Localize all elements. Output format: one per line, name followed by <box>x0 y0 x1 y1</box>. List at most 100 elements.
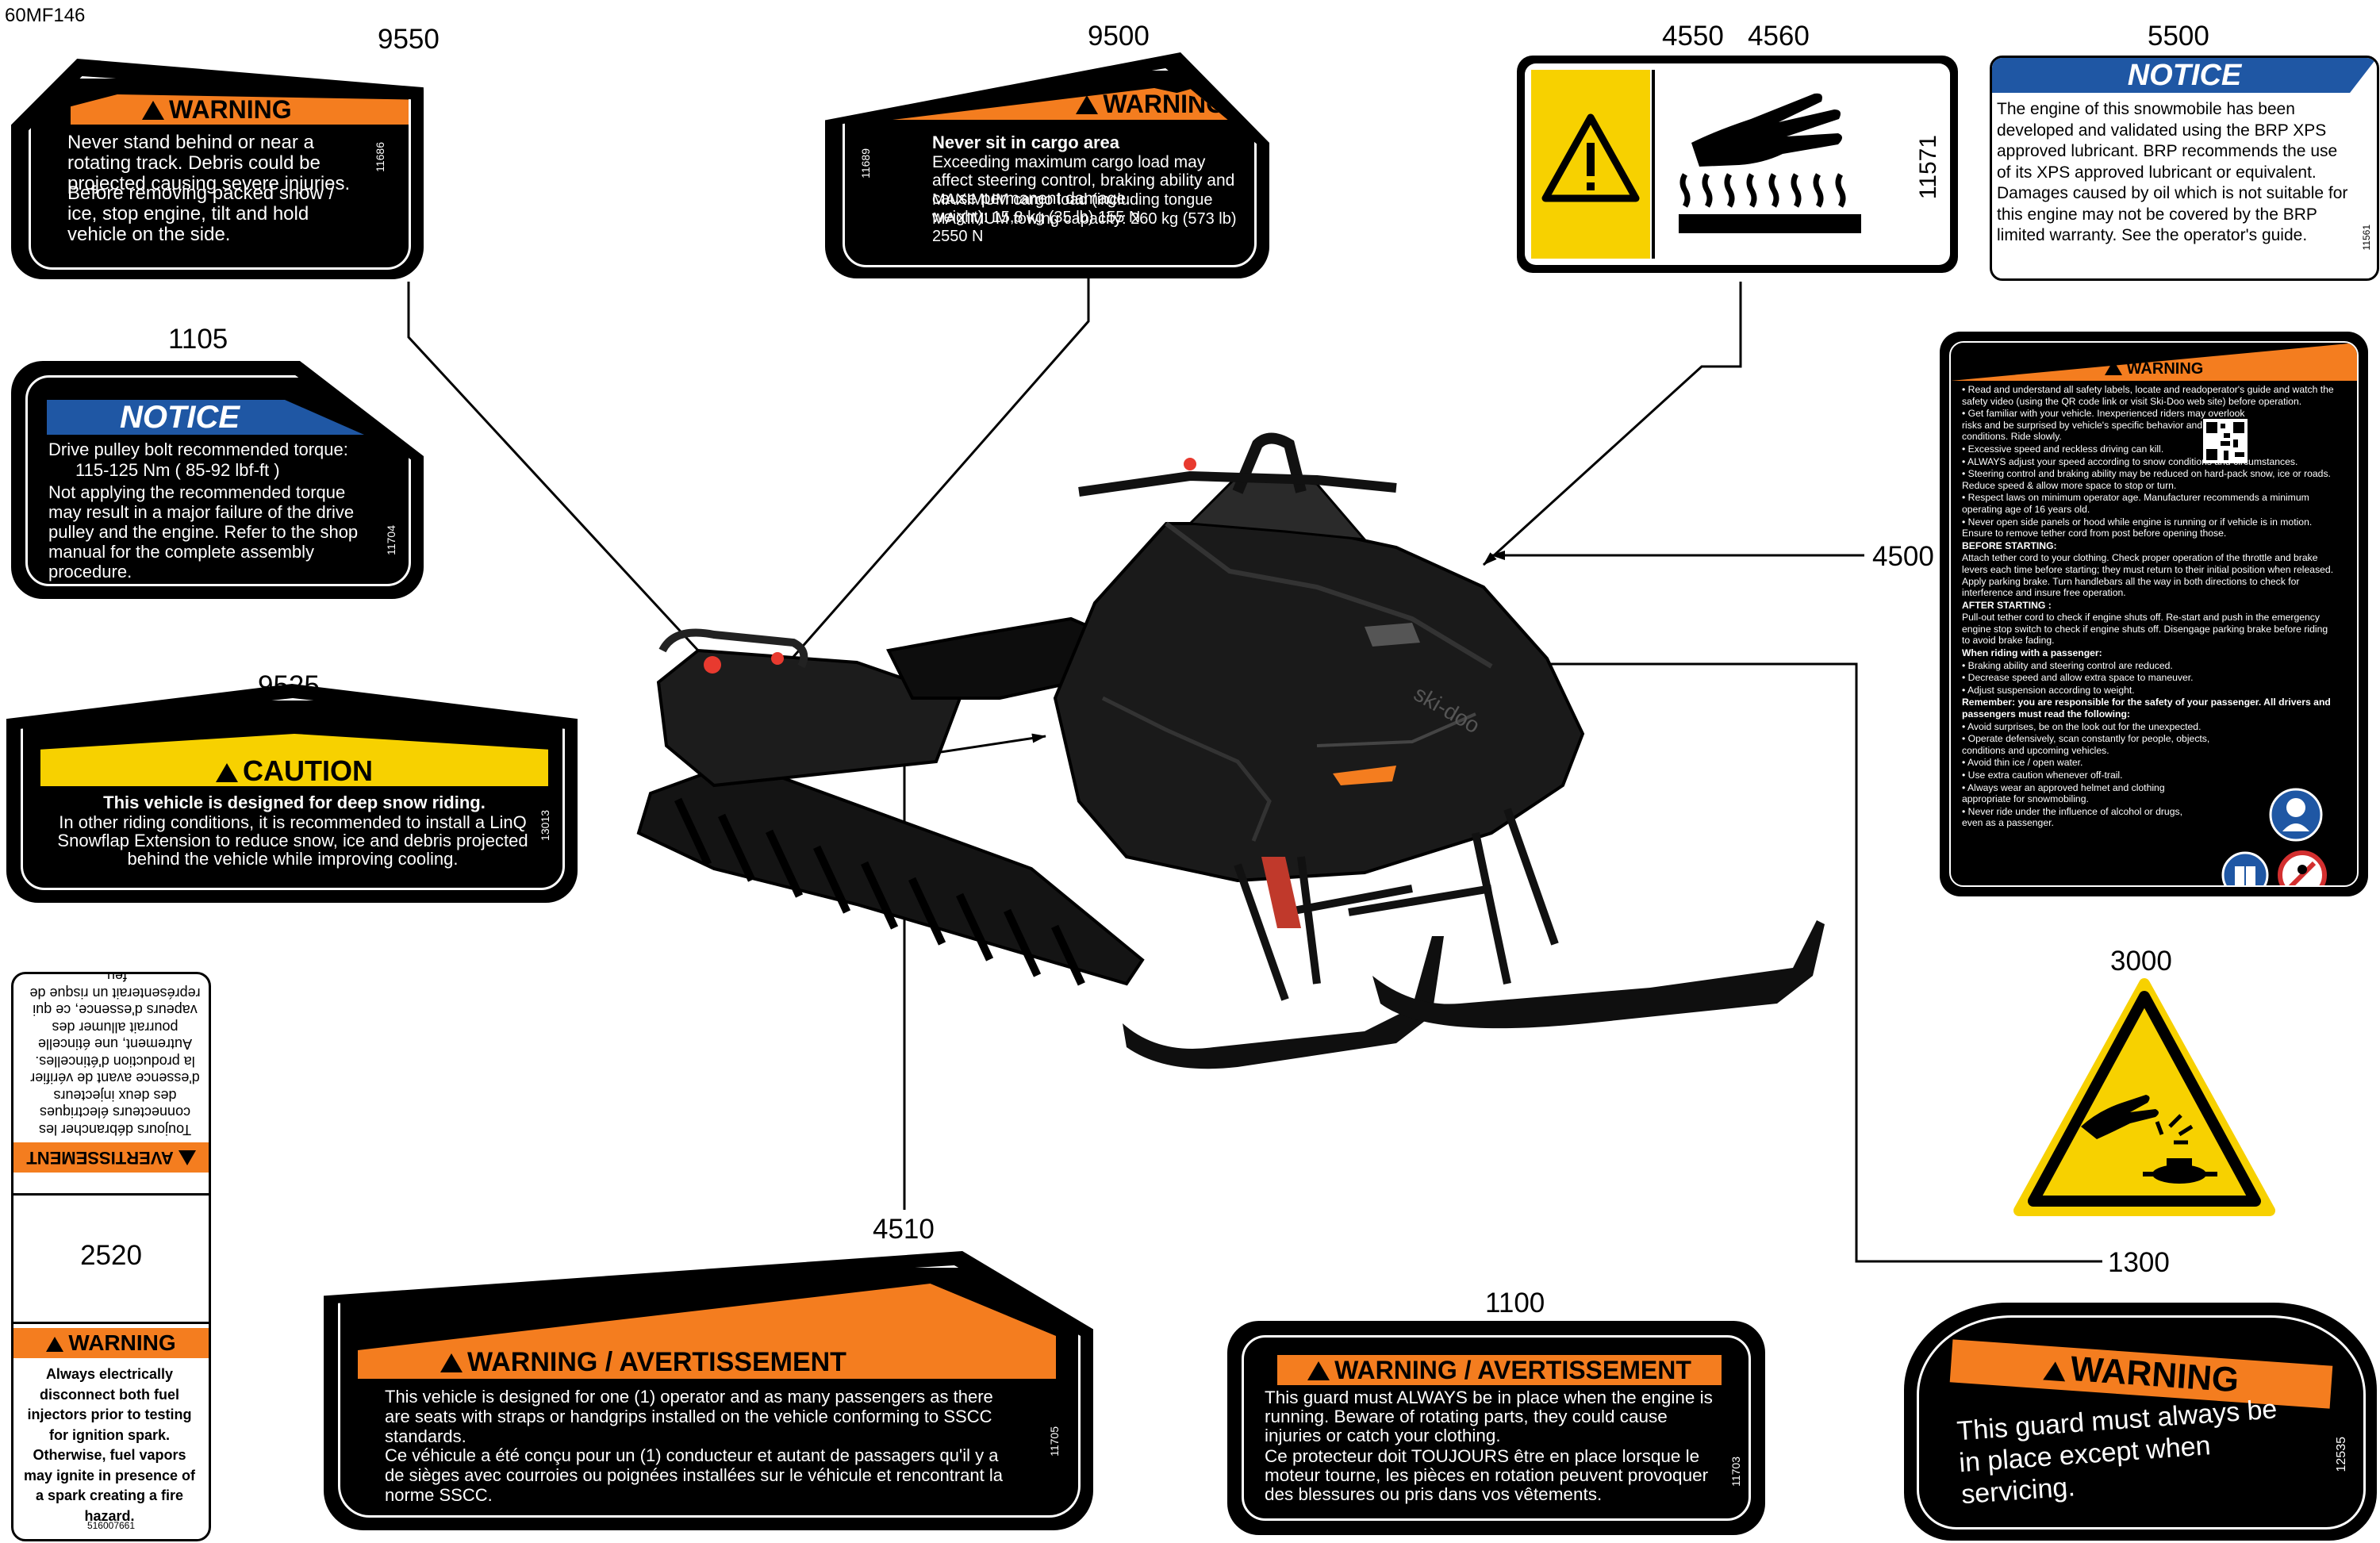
notice-header-text: NOTICE <box>2127 59 2242 92</box>
body-text: • Get familiar with your vehicle. Inexpe… <box>1962 408 2245 443</box>
body-text: • Always wear an approved helmet and clo… <box>1962 781 2165 805</box>
callout-1300: 1300 <box>2108 1247 2170 1278</box>
snowmobile-illustration: ski-doo <box>636 432 1825 1069</box>
no-passenger-icon <box>2278 850 2327 885</box>
part-number: 516007661 <box>86 1520 136 1531</box>
body-text: • Adjust suspension according to weight. <box>1962 684 2135 696</box>
warning-triangle-icon <box>46 1337 64 1352</box>
label-9525-body: In other riding conditions, it is recomm… <box>57 812 528 869</box>
label-1300-body: This guard must always be in place excep… <box>1956 1394 2278 1510</box>
label-3000 <box>2013 978 2275 1216</box>
entanglement-hand-icon <box>2081 1095 2217 1184</box>
callout-1100: 1100 <box>1485 1288 1545 1318</box>
label-9525: CAUTION This vehicle is designed for dee… <box>6 684 578 903</box>
label-4510: WARNING / AVERTISSEMENT This vehicle is … <box>324 1251 1093 1530</box>
warning-triangle-icon <box>1541 113 1640 202</box>
callout-9500: 9500 <box>1088 21 1150 52</box>
label-1105-text-3: Not applying the recommended torque may … <box>48 482 359 582</box>
label-9550-face: WARNING Never stand behind or near a rot… <box>29 76 411 270</box>
label-4550-4560: 11571 <box>1517 56 1958 273</box>
english-warning-header: WARNING <box>13 1328 209 1358</box>
label-9500-text-2: MAXIMUM cargo load (including tongue wei… <box>932 191 1213 226</box>
body-text: • Excessive speed and reckless driving c… <box>1962 443 2164 455</box>
body-text: Pull-out tether cord to check if engine … <box>1962 612 2328 647</box>
label-2520-french: AVERTISSEMENT Toujours débrancher les co… <box>13 974 209 1173</box>
warning-triangle-icon <box>2042 1361 2067 1382</box>
body-heading: BEFORE STARTING: <box>1962 539 2057 551</box>
body-text: • Respect laws on minimum operator age. … <box>1962 492 2309 515</box>
warning-header-text-row: WARNING / AVERTISSEMENT <box>358 1347 929 1377</box>
callout-1105: 1105 <box>168 324 228 355</box>
caution-header-text-row: CAUTION <box>40 756 548 786</box>
leader-4550 <box>1482 282 1742 566</box>
label-1100-english: This guard must ALWAYS be in place when … <box>1265 1388 1713 1445</box>
warning-triangle-icon <box>1076 95 1099 114</box>
part-number: 11561 <box>2361 225 2372 251</box>
caution-header-text: CAUTION <box>243 754 373 787</box>
notice-header-text: NOTICE <box>120 400 240 435</box>
leader-9550 <box>407 282 700 652</box>
warning-triangle-icon <box>142 101 164 120</box>
label-1100-french: Ce protecteur doit TOUJOURS être en plac… <box>1265 1446 1709 1504</box>
body-text: • ALWAYS adjust your speed according to … <box>1962 455 2298 467</box>
part-number: 11571 <box>1915 135 1941 200</box>
body-heading: When riding with a passenger: <box>1962 647 2102 659</box>
warning-triangle-icon <box>178 1150 196 1165</box>
label-9525-title: This vehicle is designed for deep snow r… <box>103 793 486 812</box>
label-9500-text-1: Exceeding maximum cargo load may affect … <box>932 153 1235 208</box>
body-text: • Never open side panels or hood while e… <box>1962 516 2313 539</box>
leader-4510 <box>903 733 1046 1210</box>
warning-triangle-icon <box>2104 360 2122 375</box>
part-number: 13013 <box>539 810 551 841</box>
body-text: • Avoid thin ice / open water. <box>1962 757 2083 769</box>
body-text: • Read and understand all safety labels,… <box>1962 384 2334 407</box>
label-2520: AVERTISSEMENT Toujours débrancher les co… <box>11 972 211 1541</box>
body-text: • Operate defensively, scan constantly f… <box>1962 733 2210 756</box>
qr-code-icon <box>2203 419 2248 463</box>
english-warning-body: Always electrically disconnect both fuel… <box>23 1366 196 1524</box>
notice-header: NOTICE <box>47 400 364 435</box>
warning-header: WARNING <box>71 94 409 125</box>
warning-header-text-row: WARNING <box>1951 360 2357 378</box>
callout-9550: 9550 <box>378 24 440 55</box>
label-1105-text-2: 115-125 Nm ( 85-92 lbf-ft ) <box>75 460 280 480</box>
leader-9500 <box>792 274 1090 658</box>
callout-4510: 4510 <box>873 1214 935 1245</box>
label-4500-body: • Read and understand all safety labels,… <box>1962 384 2335 830</box>
label-9550-text-1: Never stand behind or near a rotating tr… <box>67 132 351 194</box>
hot-surface-hand-icon <box>1679 93 1861 233</box>
body-text: • Steering control and braking ability m… <box>1962 468 2331 491</box>
label-9500-text-3: MAXIMUM towing capacity: 260 kg (573 lb)… <box>932 210 1237 245</box>
part-number: 11703 <box>1729 1457 1742 1487</box>
body-text: • Braking ability and steering control a… <box>1962 659 2173 671</box>
warning-header-text: WARNING <box>169 95 292 124</box>
part-number: 11689 <box>859 148 872 178</box>
callout-4500: 4500 <box>1872 541 1934 572</box>
caution-triangle-icon <box>216 763 238 782</box>
callout-3000: 3000 <box>2110 946 2172 977</box>
callout-4560: 4560 <box>1748 21 1810 52</box>
label-1300: WARNING This guard must always be in pla… <box>1904 1303 2377 1541</box>
warning-triangle-icon <box>440 1353 463 1372</box>
read-manual-icon <box>2221 851 2269 885</box>
label-9500-title: Never sit in cargo area <box>932 132 1120 152</box>
label-1105-text-1: Drive pulley bolt recommended torque: <box>48 439 348 459</box>
callout-5500: 5500 <box>2148 21 2209 52</box>
part-number: 12535 <box>2335 1437 2348 1472</box>
body-text: • Avoid surprises, be on the look out fo… <box>1962 720 2202 732</box>
label-5500: NOTICE The engine of this snowmobile has… <box>1990 56 2379 281</box>
french-warning-body: Toujours débrancher les connecteurs élec… <box>29 972 201 1138</box>
body-text: • Use extra caution whenever off-trail. <box>1962 770 2123 781</box>
body-text: • Never ride under the influence of alco… <box>1962 805 2182 829</box>
warning-header: WARNING / AVERTISSEMENT <box>1277 1355 1722 1385</box>
leader-1300 <box>1534 659 2102 1263</box>
part-number: 11705 <box>1048 1426 1061 1457</box>
body-text: Attach tether cord to your clothing. Che… <box>1962 552 2334 599</box>
body-text: Remember: you are responsible for the sa… <box>1962 697 2331 720</box>
notice-header: NOTICE <box>1992 58 2377 93</box>
french-warning-header: AVERTISSEMENT <box>13 1142 209 1173</box>
label-9550-text-2: Before removing packed snow / ice, stop … <box>67 182 335 245</box>
warning-triangle-icon <box>1307 1361 1330 1380</box>
label-4510-french: Ce véhicule a été conçu pour un (1) cond… <box>385 1445 1004 1505</box>
